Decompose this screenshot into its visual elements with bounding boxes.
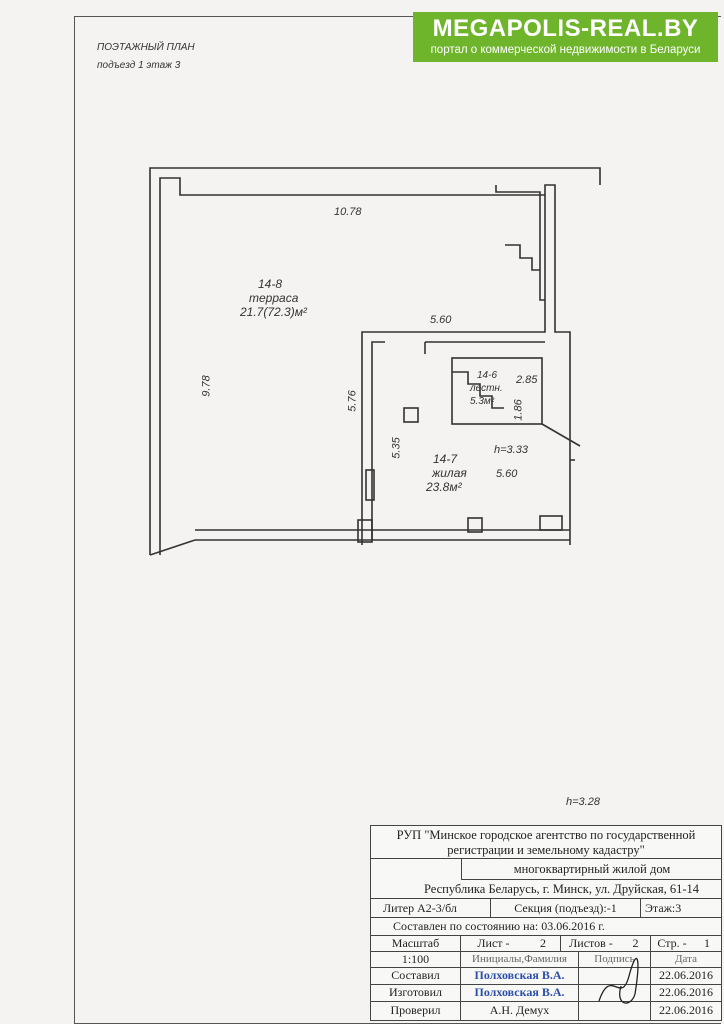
- stamp-state-date: Составлен по состоянию на: 03.06.2016 г.: [393, 919, 605, 933]
- entrance-floor-label: подъезд 1 этаж 3: [97, 60, 181, 71]
- title-block-stamp: РУП "Минское городское агентство по госу…: [370, 825, 722, 1021]
- stair-name: лестн.: [470, 383, 503, 394]
- stamp-row-compiled: Составил Полховская В.А. 22.06.2016: [371, 967, 721, 985]
- stair-number: 14-6: [477, 370, 498, 381]
- stamp-liter-row: Литер А2-3/бл Секция (подъезд):-1 Этаж:3: [371, 899, 721, 918]
- stamp-date-checked: 22.06.2016: [659, 1003, 713, 1017]
- apartment-inner-wall: [371, 341, 385, 540]
- terrace-wall: [149, 167, 601, 555]
- stamp-date-row: Составлен по состоянию на: 03.06.2016 г.: [371, 917, 721, 936]
- stamp-col-signature: Подпись: [579, 951, 651, 967]
- stair-block: [451, 357, 543, 425]
- stamp-name-made: Полховская В.А.: [461, 984, 579, 1001]
- stair-steps: [452, 371, 504, 409]
- stamp-address: Республика Беларусь, г. Минск, ул. Друйс…: [371, 879, 721, 899]
- stamp-page-number: 1: [704, 936, 710, 950]
- terrace-number: 14-8: [258, 277, 283, 291]
- dim-stair-h: 1.86: [512, 399, 525, 421]
- stair-door: [541, 423, 581, 447]
- stamp-col-initials: Инициалы,Фамилия: [461, 951, 579, 967]
- stamp-name-compiled: Полховская В.А.: [461, 967, 579, 984]
- banner-tagline: портал о коммерческой недвижимости в Бел…: [430, 44, 701, 56]
- stamp-date-compiled: 22.06.2016: [659, 968, 713, 982]
- stamp-object-type: многоквартирный жилой дом: [461, 859, 722, 880]
- signature-scribble: [598, 958, 639, 1004]
- terrace-inner-wall: [159, 177, 545, 555]
- terrace-area: 21.7(72.3)м²: [240, 305, 307, 319]
- radiator: [365, 469, 375, 501]
- signature-made: [579, 984, 651, 1001]
- upper-stair-steps: [505, 244, 540, 271]
- stamp-sheet-row: Масштаб Лист - 2 Листов - 2 Стр. - 1: [371, 935, 721, 952]
- stamp-liter: Литер А2-3/бл: [371, 899, 491, 917]
- stamp-scale-value: 1:100: [371, 951, 461, 967]
- floor-plan-title: ПОЭТАЖНЫЙ ПЛАН: [97, 42, 195, 53]
- stamp-page-label: Стр. -: [657, 936, 687, 950]
- stamp-role-made: Изготовил: [371, 984, 461, 1001]
- stamp-row-checked: Проверил А.Н. Демух 22.06.2016: [371, 1001, 721, 1020]
- apartment-wall: [361, 184, 571, 545]
- terrace-bottom-edge: [149, 539, 196, 556]
- ceiling-height-bottom: h=3.28: [566, 796, 600, 808]
- dim-inner-left: 5.76: [346, 390, 359, 412]
- stamp-sheets-number: 2: [621, 935, 651, 951]
- stamp-name-checked: А.Н. Демух: [461, 1001, 579, 1020]
- living-room-area: 23.8м²: [426, 480, 462, 494]
- dim-inner-bottom: 5.60: [496, 468, 518, 480]
- terrace-name: терраса: [249, 291, 299, 305]
- door-left: [357, 519, 373, 543]
- signature-compiled: [579, 967, 651, 984]
- stamp-floor: Этаж:3: [645, 901, 682, 915]
- banner-site-name: MEGAPOLIS-REAL.BY: [432, 15, 699, 42]
- dim-top-width: 10.78: [334, 206, 362, 218]
- stamp-columns-row: 1:100 Инициалы,Фамилия Подпись Дата: [371, 951, 721, 968]
- stamp-organization: РУП "Минское городское агентство по госу…: [371, 826, 721, 859]
- stamp-section: Секция (подъезд):-1: [491, 899, 641, 917]
- stamp-role-checked: Проверил: [371, 1001, 461, 1020]
- dim-inner-top: 5.60: [430, 314, 452, 326]
- window-box: [403, 407, 419, 423]
- dim-left-height: 9.78: [200, 375, 213, 397]
- stamp-scale-header: Масштаб: [371, 935, 461, 951]
- site-banner[interactable]: MEGAPOLIS-REAL.BY портал о коммерческой …: [413, 12, 718, 62]
- ceiling-height: h=3.33: [494, 444, 528, 456]
- dim-inner-mid: 5.35: [390, 437, 403, 459]
- stamp-sheet-number: 2: [526, 935, 561, 951]
- dim-stair-w: 2.85: [516, 374, 538, 386]
- stamp-role-compiled: Составил: [371, 967, 461, 984]
- stamp-sheets-label: Листов -: [569, 936, 613, 950]
- upper-stair: [495, 185, 545, 301]
- signature-checked: [579, 1001, 651, 1020]
- stamp-row-made: Изготовил Полховская В.А. 22.06.2016: [371, 984, 721, 1002]
- living-room-name: жилая: [432, 466, 467, 480]
- stamp-sheet-label: Лист -: [477, 936, 510, 950]
- stamp-col-date: Дата: [675, 953, 697, 965]
- stamp-date-made: 22.06.2016: [659, 985, 713, 999]
- living-room-number: 14-7: [433, 452, 458, 466]
- stair-area: 5.3м²: [470, 396, 495, 407]
- door-mid: [467, 517, 483, 533]
- door-right: [539, 515, 563, 531]
